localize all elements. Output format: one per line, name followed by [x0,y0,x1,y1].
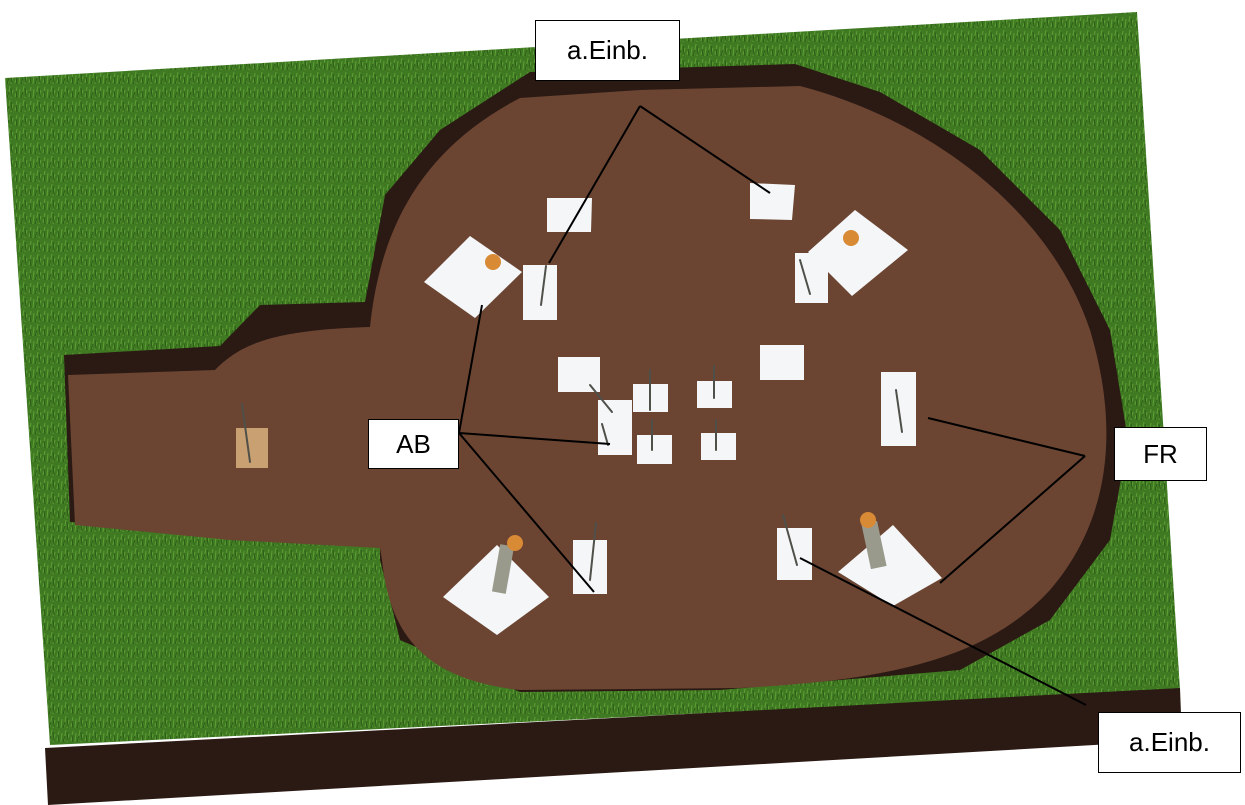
mat-diamond [808,210,908,296]
leader-line-bottom-einb [799,557,1087,706]
stump-log [861,520,887,570]
mat-diamond [838,525,942,606]
leader-line-fr [927,417,1086,457]
mat [760,345,804,380]
stump [507,535,523,551]
mat [701,433,736,460]
label-a-einb-top: a.Einb. [535,20,680,81]
stump [860,512,876,528]
posts [241,259,903,581]
post [589,522,597,581]
leader-line-fr [939,455,1086,584]
post [540,265,547,306]
mat [558,357,600,392]
stump [485,254,501,270]
leader-lines [458,105,1087,706]
mat [750,183,795,220]
mat [795,253,828,303]
leader-line-ab [458,432,611,445]
mats [424,183,942,635]
label-a-einb-bottom: a.Einb. [1098,712,1241,773]
post [782,514,798,566]
leader-line-ab [458,304,483,434]
mat [573,540,607,594]
post [799,259,811,295]
leader-line-ab [458,432,595,593]
bottom-border-wall [45,688,1182,805]
post [589,384,613,413]
mat [523,265,557,320]
stump-log [491,544,515,594]
leader-line-top-einb [548,105,641,264]
post [895,389,903,433]
post [601,423,609,446]
stumps [485,230,887,594]
stump [843,230,859,246]
wooden-board [236,428,268,468]
label-fr: FR [1114,427,1207,481]
label-ab: AB [368,419,459,469]
post [241,403,251,463]
leader-line-top-einb [639,105,771,194]
mat [637,435,672,464]
